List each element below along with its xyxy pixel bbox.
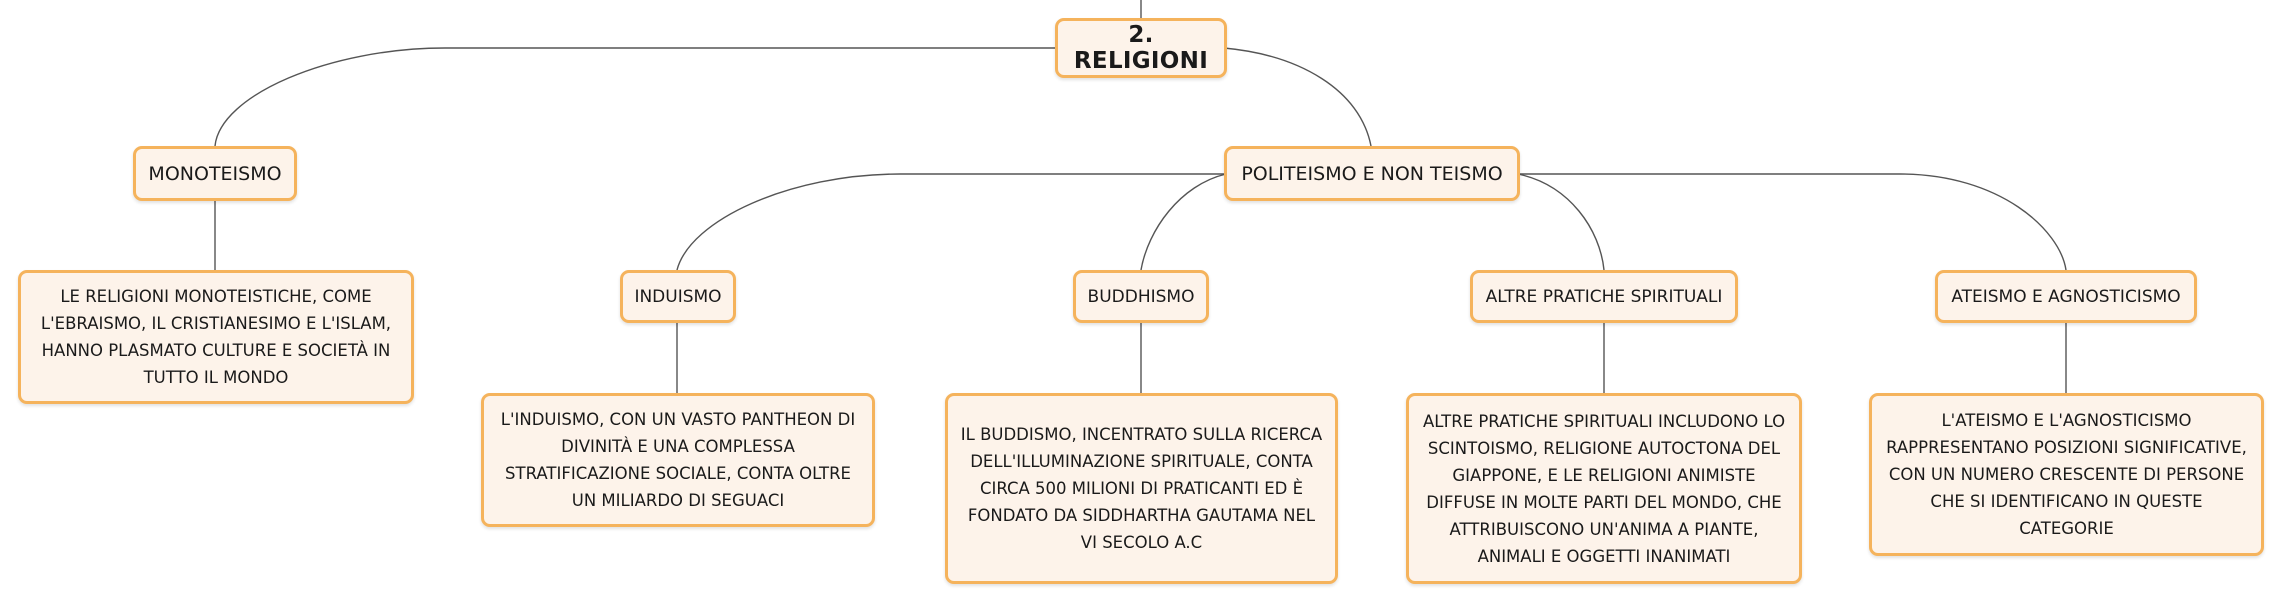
root-node[interactable]: 2. RELIGIONI: [1055, 18, 1227, 78]
connector-politeismo-buddhismo: [1140, 173, 1227, 271]
connector-politeismo-induismo: [676, 173, 1226, 271]
desc-induismo[interactable]: L'INDUISMO, CON UN VASTO PANTHEON DI DIV…: [481, 393, 875, 527]
node-monoteismo-label: MONOTEISMO: [148, 162, 282, 185]
desc-buddhismo[interactable]: IL BUDDISMO, INCENTRATO SULLA RICERCA DE…: [945, 393, 1338, 584]
node-induismo-label: INDUISMO: [634, 286, 722, 307]
node-altre-pratiche-label: ALTRE PRATICHE SPIRITUALI: [1485, 286, 1723, 307]
connector-root-monoteismo: [214, 47, 1058, 147]
desc-induismo-text: L'INDUISMO, CON UN VASTO PANTHEON DI DIV…: [500, 410, 856, 510]
desc-buddhismo-text: IL BUDDISMO, INCENTRATO SULLA RICERCA DE…: [960, 425, 1323, 552]
node-ateismo-label: ATEISMO E AGNOSTICISMO: [1951, 286, 2181, 307]
node-ateismo[interactable]: ATEISMO E AGNOSTICISMO: [1935, 270, 2197, 323]
node-politeismo-label: POLITEISMO E NON TEISMO: [1241, 162, 1503, 185]
desc-ateismo[interactable]: L'ATEISMO E L'AGNOSTICISMO RAPPRESENTANO…: [1869, 393, 2264, 556]
desc-monoteismo[interactable]: LE RELIGIONI MONOTEISTICHE, COME L'EBRAI…: [18, 270, 414, 404]
desc-ateismo-text: L'ATEISMO E L'AGNOSTICISMO RAPPRESENTANO…: [1886, 411, 2247, 538]
desc-altre-pratiche-text: ALTRE PRATICHE SPIRITUALI INCLUDONO LO S…: [1422, 411, 1786, 566]
node-monoteismo[interactable]: MONOTEISMO: [133, 146, 297, 201]
desc-monoteismo-text: LE RELIGIONI MONOTEISTICHE, COME L'EBRAI…: [40, 287, 392, 387]
connector-politeismo-ateismo: [1518, 173, 2067, 271]
connector-politeismo-altre: [1517, 173, 1605, 271]
desc-altre-pratiche[interactable]: ALTRE PRATICHE SPIRITUALI INCLUDONO LO S…: [1406, 393, 1802, 584]
connector-root-politeismo: [1223, 47, 1372, 147]
node-buddhismo[interactable]: BUDDHISMO: [1073, 270, 1209, 323]
root-node-label: 2. RELIGIONI: [1073, 22, 1209, 74]
node-buddhismo-label: BUDDHISMO: [1087, 286, 1195, 307]
node-altre-pratiche[interactable]: ALTRE PRATICHE SPIRITUALI: [1470, 270, 1738, 323]
node-induismo[interactable]: INDUISMO: [620, 270, 736, 323]
node-politeismo[interactable]: POLITEISMO E NON TEISMO: [1224, 146, 1520, 201]
